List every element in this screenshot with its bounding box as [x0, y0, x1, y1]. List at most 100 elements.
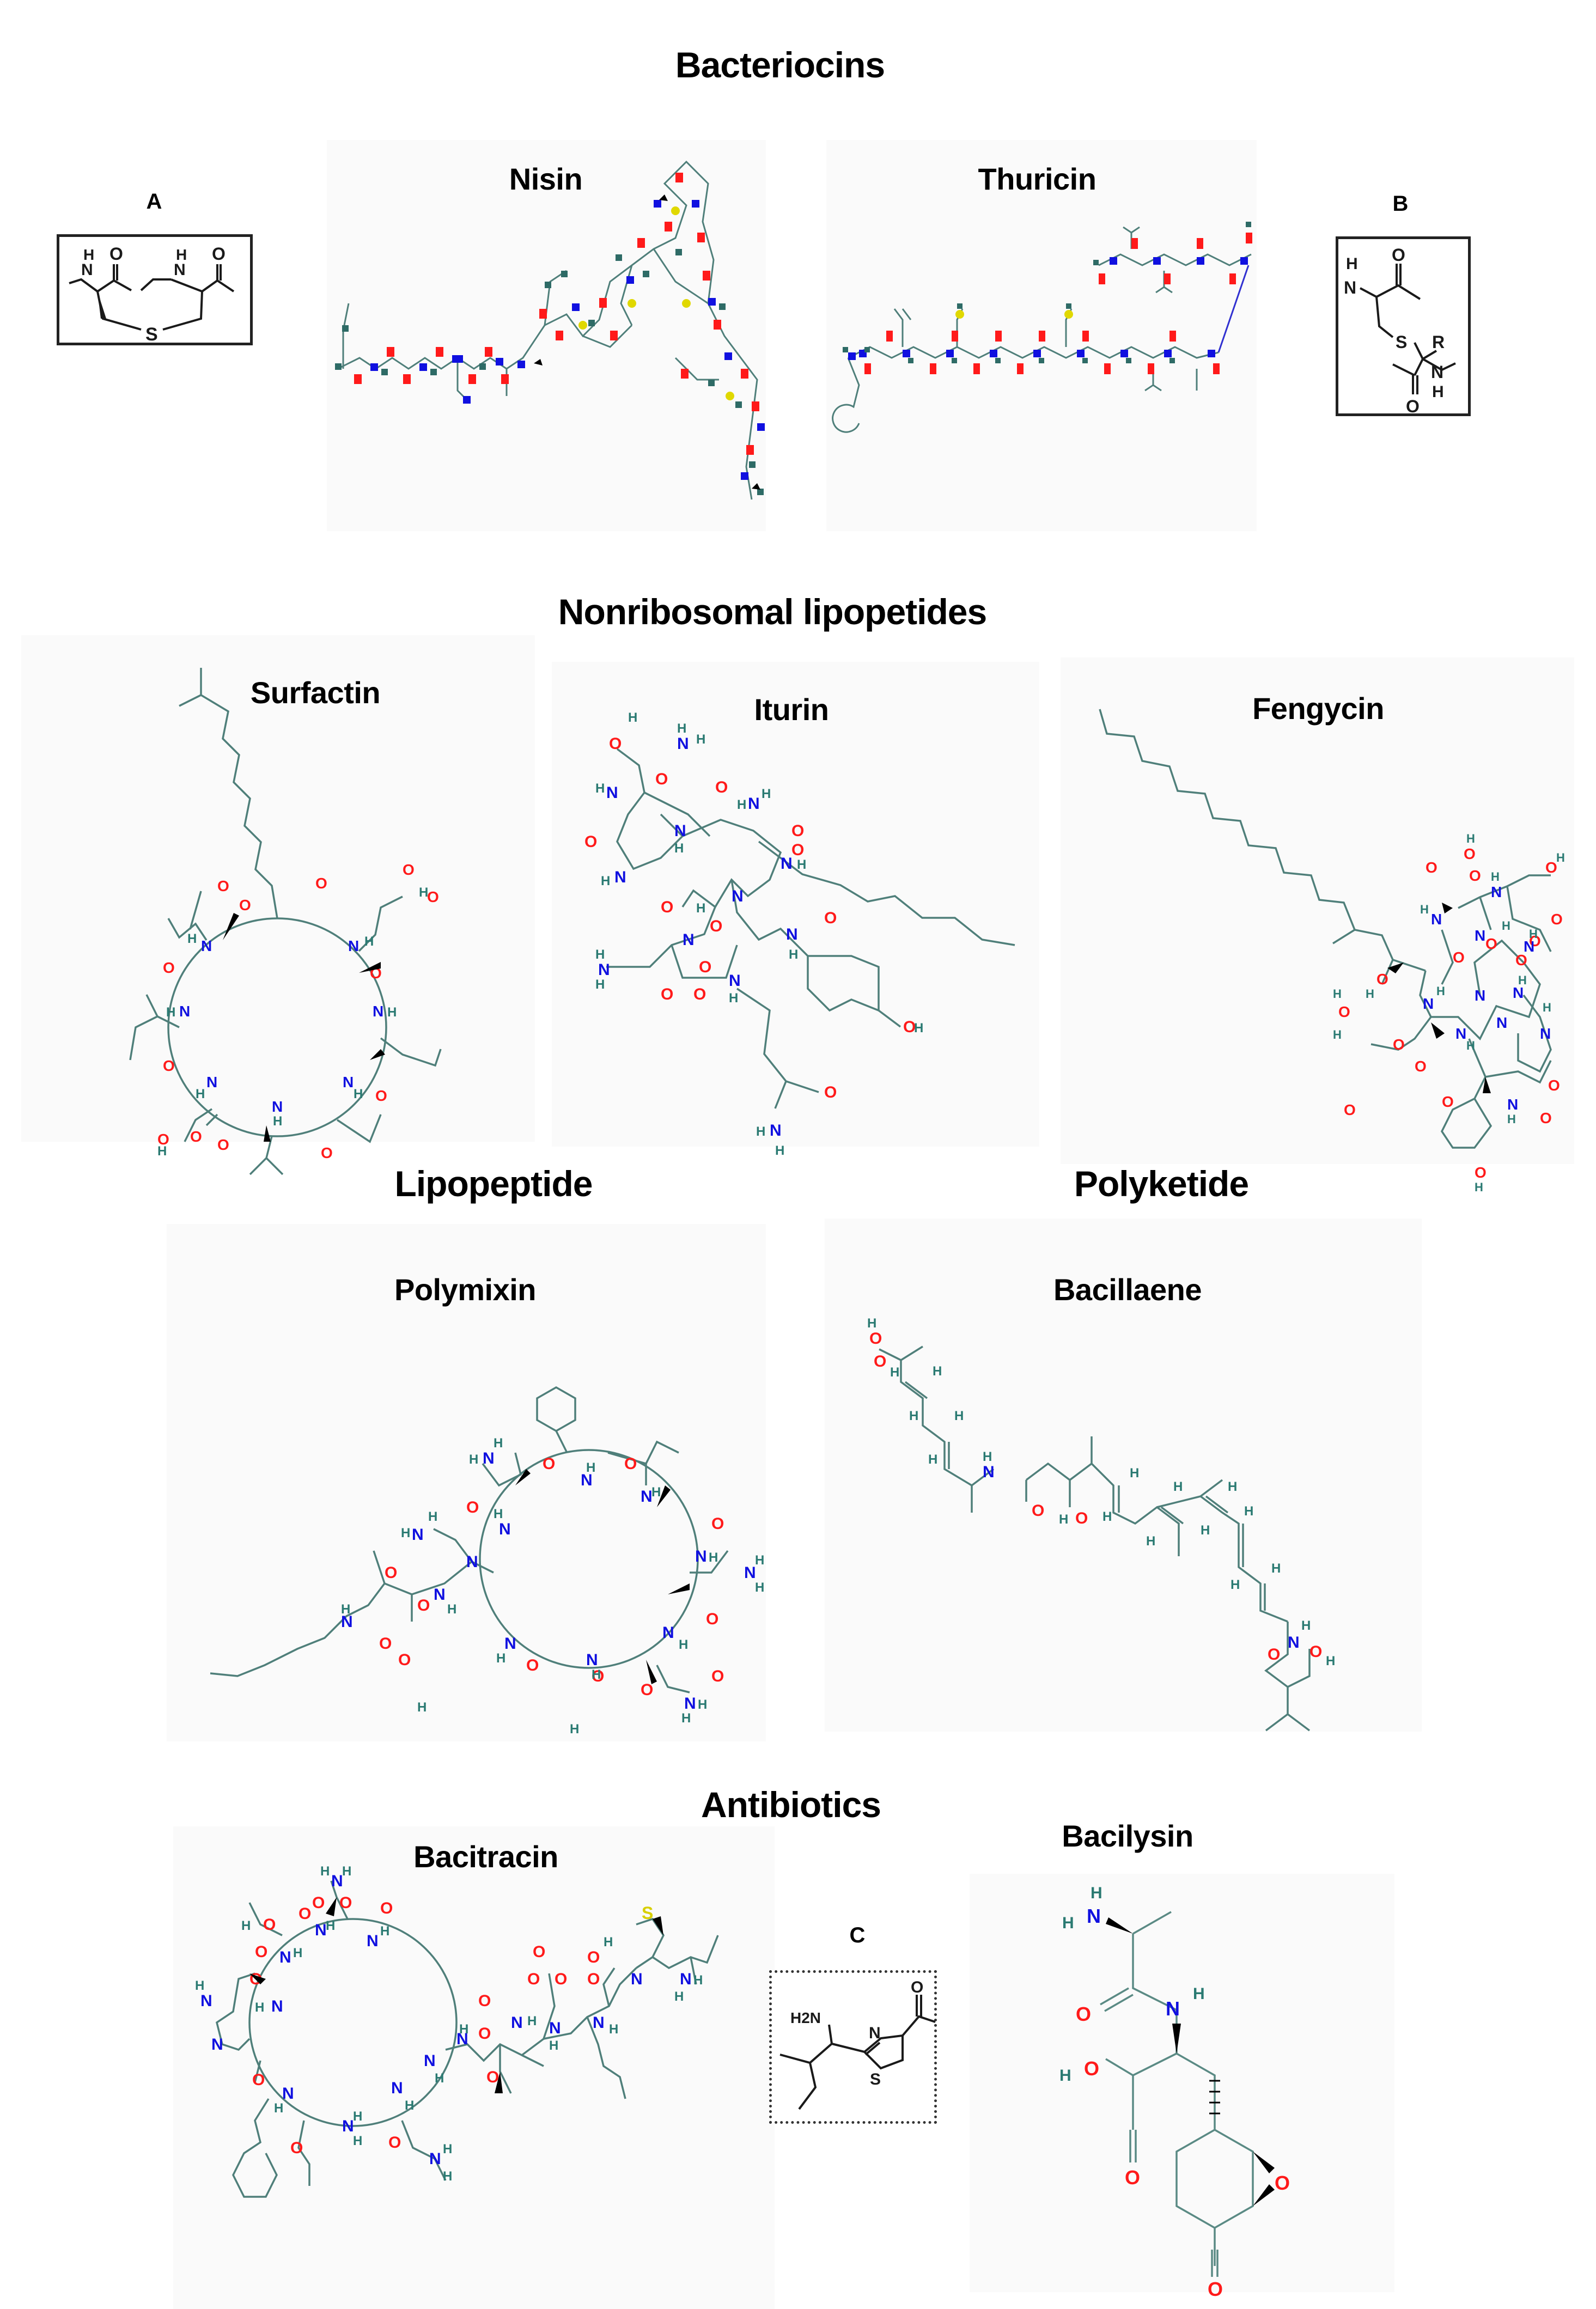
svg-text:H: H: [1502, 919, 1510, 933]
svg-text:O: O: [1392, 245, 1405, 265]
svg-text:N: N: [593, 2014, 605, 2032]
svg-text:H: H: [628, 710, 637, 725]
svg-text:O: O: [587, 1970, 600, 1988]
svg-text:H: H: [737, 797, 746, 812]
svg-text:H: H: [353, 2134, 362, 2148]
molecule-label-iturin: Iturin: [754, 692, 829, 727]
svg-text:N: N: [1344, 278, 1356, 297]
svg-text:H: H: [353, 2109, 362, 2124]
svg-text:O: O: [190, 1128, 202, 1145]
svg-text:H: H: [595, 947, 605, 962]
svg-text:O: O: [624, 1455, 637, 1473]
svg-text:N: N: [504, 1635, 516, 1653]
svg-text:O: O: [255, 1943, 267, 1961]
svg-text:O: O: [427, 888, 439, 905]
svg-text:H: H: [195, 1978, 204, 1993]
svg-text:N: N: [1423, 995, 1434, 1012]
svg-text:N: N: [206, 1074, 217, 1090]
svg-text:N: N: [272, 1098, 283, 1115]
svg-text:H: H: [1193, 1985, 1205, 2003]
svg-text:O: O: [903, 1018, 916, 1036]
svg-text:N: N: [683, 931, 695, 949]
svg-text:N: N: [614, 868, 626, 886]
svg-text:O: O: [1075, 1509, 1088, 1527]
svg-text:O: O: [163, 1057, 175, 1074]
svg-text:H: H: [166, 1005, 175, 1020]
svg-text:O: O: [1032, 1502, 1044, 1520]
svg-text:H: H: [176, 246, 187, 263]
svg-text:O: O: [661, 898, 673, 916]
svg-text:N: N: [343, 1074, 354, 1090]
svg-text:H: H: [1228, 1479, 1237, 1494]
svg-text:H: H: [1556, 851, 1565, 864]
svg-text:H: H: [293, 1946, 302, 1960]
svg-text:O: O: [587, 1948, 600, 1966]
svg-text:H: H: [679, 1637, 688, 1652]
svg-text:H: H: [494, 1436, 503, 1451]
section-title-lipopeptide: Lipopeptide: [394, 1163, 593, 1204]
molecule-label-bacitracin: Bacitracin: [413, 1839, 558, 1874]
svg-text:H: H: [405, 2098, 414, 2113]
svg-text:O: O: [312, 1894, 325, 1912]
svg-text:O: O: [699, 958, 711, 976]
svg-text:N: N: [1513, 984, 1524, 1001]
svg-text:O: O: [339, 1894, 352, 1912]
svg-text:O: O: [874, 1352, 886, 1370]
svg-text:H: H: [674, 1989, 684, 2004]
svg-text:O: O: [109, 244, 123, 264]
svg-text:H: H: [755, 1553, 764, 1568]
svg-text:O: O: [478, 1992, 491, 2010]
svg-text:O: O: [715, 778, 728, 796]
svg-text:N: N: [1507, 1096, 1518, 1113]
svg-text:O: O: [379, 1635, 392, 1653]
svg-text:H: H: [1173, 1479, 1183, 1494]
svg-text:O: O: [1442, 1093, 1454, 1110]
svg-text:N: N: [680, 1970, 692, 1988]
svg-text:H: H: [983, 1449, 992, 1464]
svg-text:N: N: [869, 2024, 881, 2042]
section-title-polyketide: Polyketide: [1074, 1163, 1249, 1204]
svg-text:O: O: [526, 1656, 539, 1674]
svg-text:H: H: [709, 1550, 718, 1565]
svg-text:O: O: [1515, 952, 1527, 968]
svg-text:H: H: [1130, 1466, 1139, 1481]
svg-text:N: N: [342, 2117, 354, 2135]
svg-text:O: O: [1475, 1164, 1487, 1181]
svg-text:H: H: [1201, 1523, 1210, 1538]
svg-text:O: O: [1344, 1101, 1356, 1118]
svg-text:O: O: [533, 1943, 545, 1961]
molecule-label-surfactin: Surfactin: [250, 675, 381, 710]
svg-text:O: O: [1125, 2166, 1140, 2189]
svg-text:O: O: [239, 897, 251, 913]
svg-text:N: N: [744, 1564, 756, 1582]
svg-text:O: O: [263, 1916, 276, 1934]
svg-text:H: H: [604, 1935, 613, 1949]
thuricin-structure-icon: [832, 222, 1252, 433]
svg-text:O: O: [1548, 1077, 1560, 1094]
section-title-antibiotics: Antibiotics: [701, 1784, 881, 1825]
svg-text:H: H: [428, 1509, 437, 1524]
svg-text:N: N: [786, 925, 798, 943]
svg-text:N: N: [412, 1526, 424, 1544]
svg-text:H: H: [698, 1697, 707, 1712]
svg-text:N: N: [781, 855, 793, 873]
svg-text:O: O: [1084, 2057, 1099, 2080]
svg-text:N: N: [1496, 1014, 1507, 1031]
svg-text:N: N: [1166, 1997, 1180, 2020]
thioether-bridge-structure-icon: H N O S R N H O: [1344, 245, 1456, 416]
svg-text:N: N: [174, 261, 186, 279]
svg-text:H: H: [274, 2101, 283, 2116]
svg-text:N: N: [279, 1948, 291, 1966]
molecule-label-nisin: Nisin: [509, 162, 583, 196]
svg-text:H: H: [1507, 1112, 1516, 1126]
svg-text:N: N: [1087, 1905, 1101, 1927]
lanthionine-structure-icon: N H O N H O S: [69, 244, 235, 345]
svg-text:N: N: [499, 1520, 511, 1538]
svg-text:N: N: [341, 1613, 353, 1631]
